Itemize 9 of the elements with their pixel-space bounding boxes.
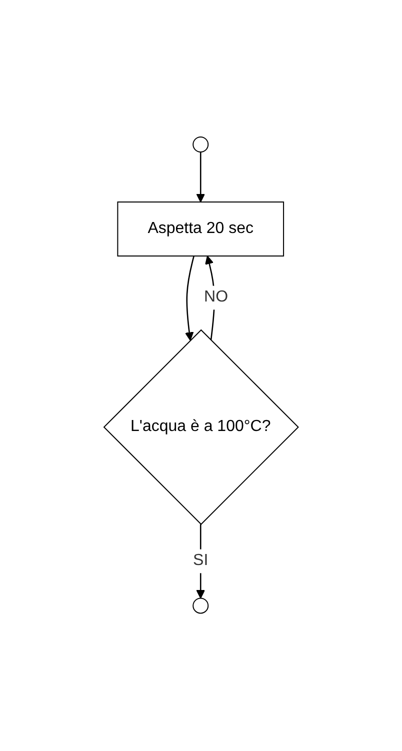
arrow [184,256,194,342]
node-box: Aspetta 20 sec [117,202,284,257]
node-diamond: L'acqua è a 100°C? [103,330,299,526]
node-circle [192,136,208,153]
edge-label: NO [204,289,228,306]
edge-label: SI [192,552,208,570]
arrow [196,524,205,599]
arrow [196,152,205,203]
node-circle [192,598,208,614]
